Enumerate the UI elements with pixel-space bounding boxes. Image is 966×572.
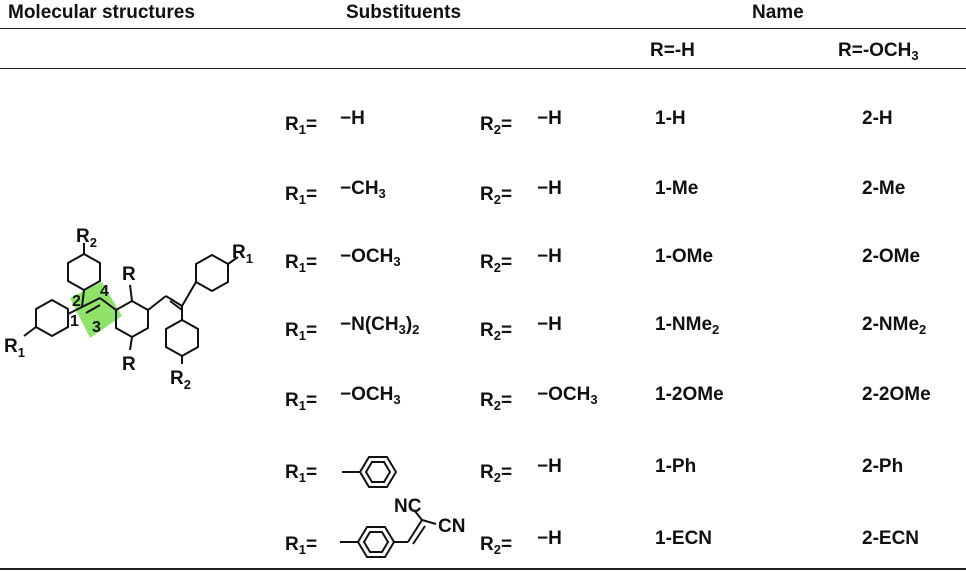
- table-row: R1= −H R2= −H 1-H 2-H: [0, 108, 966, 148]
- r2-label: R2=: [480, 252, 513, 275]
- r1-value: −H: [340, 108, 365, 129]
- name-r-h: 1-Ph: [655, 456, 697, 477]
- name-r-och3: 2-NMe2: [862, 314, 927, 337]
- r2-value: −H: [537, 246, 562, 267]
- svg-text:R1: R1: [4, 336, 25, 360]
- r2-value: −H: [537, 178, 562, 199]
- svg-text:CN: CN: [438, 516, 465, 537]
- molecular-structure-diagram: R2 R R R1 R1 R2 1 2 3 4: [4, 226, 253, 392]
- r1-label: R1=: [285, 184, 318, 207]
- r2-label: R2=: [480, 184, 513, 207]
- table-bottom-rule: [0, 568, 966, 570]
- name-r-och3: 2-Ph: [862, 456, 904, 477]
- table-row: R1= −N(CH3)2 R2= −H 1-NMe2 2-NMe2: [0, 314, 966, 354]
- r2-value: −H: [537, 108, 562, 129]
- r2-label: R2=: [480, 114, 513, 137]
- svg-text:NC: NC: [394, 496, 422, 517]
- svg-text:R2: R2: [170, 368, 191, 392]
- svg-text:3: 3: [92, 319, 101, 336]
- r1-label: R1=: [285, 320, 318, 343]
- ecn-group-icon: NC CN: [340, 496, 465, 558]
- name-r-h: 1-2OMe: [655, 384, 724, 405]
- r2-label: R2=: [480, 462, 513, 485]
- r2-value: −H: [537, 314, 562, 335]
- name-r-och3: 2-Me: [862, 178, 906, 199]
- table-row: R1= −OCH3 R2= −H 1-OMe 2-OMe: [0, 246, 966, 286]
- svg-text:R: R: [122, 264, 136, 285]
- r1-label: R1=: [285, 462, 318, 485]
- name-r-och3: 2-H: [862, 108, 893, 129]
- phenyl-group-icon: [342, 456, 398, 488]
- r1-label: R1=: [285, 534, 318, 557]
- r1-value: −CH3: [340, 178, 386, 201]
- svg-text:R: R: [122, 354, 136, 375]
- r2-label: R2=: [480, 390, 513, 413]
- name-r-och3: 2-2OMe: [862, 384, 931, 405]
- r1-value: −OCH3: [340, 246, 401, 269]
- table-row: R1= R2= −H 1-Ph 2-Ph: [0, 456, 966, 496]
- name-r-h: 1-OMe: [655, 246, 714, 267]
- header-substituents: Substituents: [346, 2, 462, 23]
- table-row: R1= −CH3 R2= −H 1-Me 2-Me: [0, 178, 966, 218]
- svg-text:R1: R1: [232, 242, 253, 266]
- name-r-h: 1-H: [655, 108, 686, 129]
- subheader-r-h: R=-H: [650, 40, 695, 61]
- r2-value: −OCH3: [537, 384, 598, 407]
- name-r-h: 1-Me: [655, 178, 699, 199]
- r1-label: R1=: [285, 252, 318, 275]
- name-r-och3: 2-OMe: [862, 246, 921, 267]
- r2-value: −H: [537, 456, 562, 477]
- table-row: R1= R2= −H 1-ECN 2-ECN: [0, 528, 966, 568]
- r1-label: R1=: [285, 114, 318, 137]
- name-r-h: 1-ECN: [655, 528, 713, 549]
- svg-text:1: 1: [70, 313, 79, 330]
- top-rule: [0, 28, 966, 29]
- svg-text:R2: R2: [76, 226, 97, 250]
- name-r-och3: 2-ECN: [862, 528, 920, 549]
- r1-value: −OCH3: [340, 384, 401, 407]
- r2-value: −H: [537, 528, 562, 549]
- header-name: Name: [752, 2, 804, 23]
- header-molecular-structures: Molecular structures: [8, 2, 195, 23]
- svg-text:4: 4: [100, 283, 109, 300]
- header-bottom-rule: [0, 68, 966, 69]
- r1-label: R1=: [285, 390, 318, 413]
- table-row: R1= −OCH3 R2= −OCH3 1-2OMe 2-2OMe: [0, 384, 966, 424]
- name-r-h: 1-NMe2: [655, 314, 720, 337]
- svg-text:2: 2: [72, 293, 81, 310]
- r2-label: R2=: [480, 320, 513, 343]
- r2-label: R2=: [480, 534, 513, 557]
- r1-value: −N(CH3)2: [340, 314, 420, 337]
- subheader-r-och3: R=-OCH3: [838, 40, 919, 63]
